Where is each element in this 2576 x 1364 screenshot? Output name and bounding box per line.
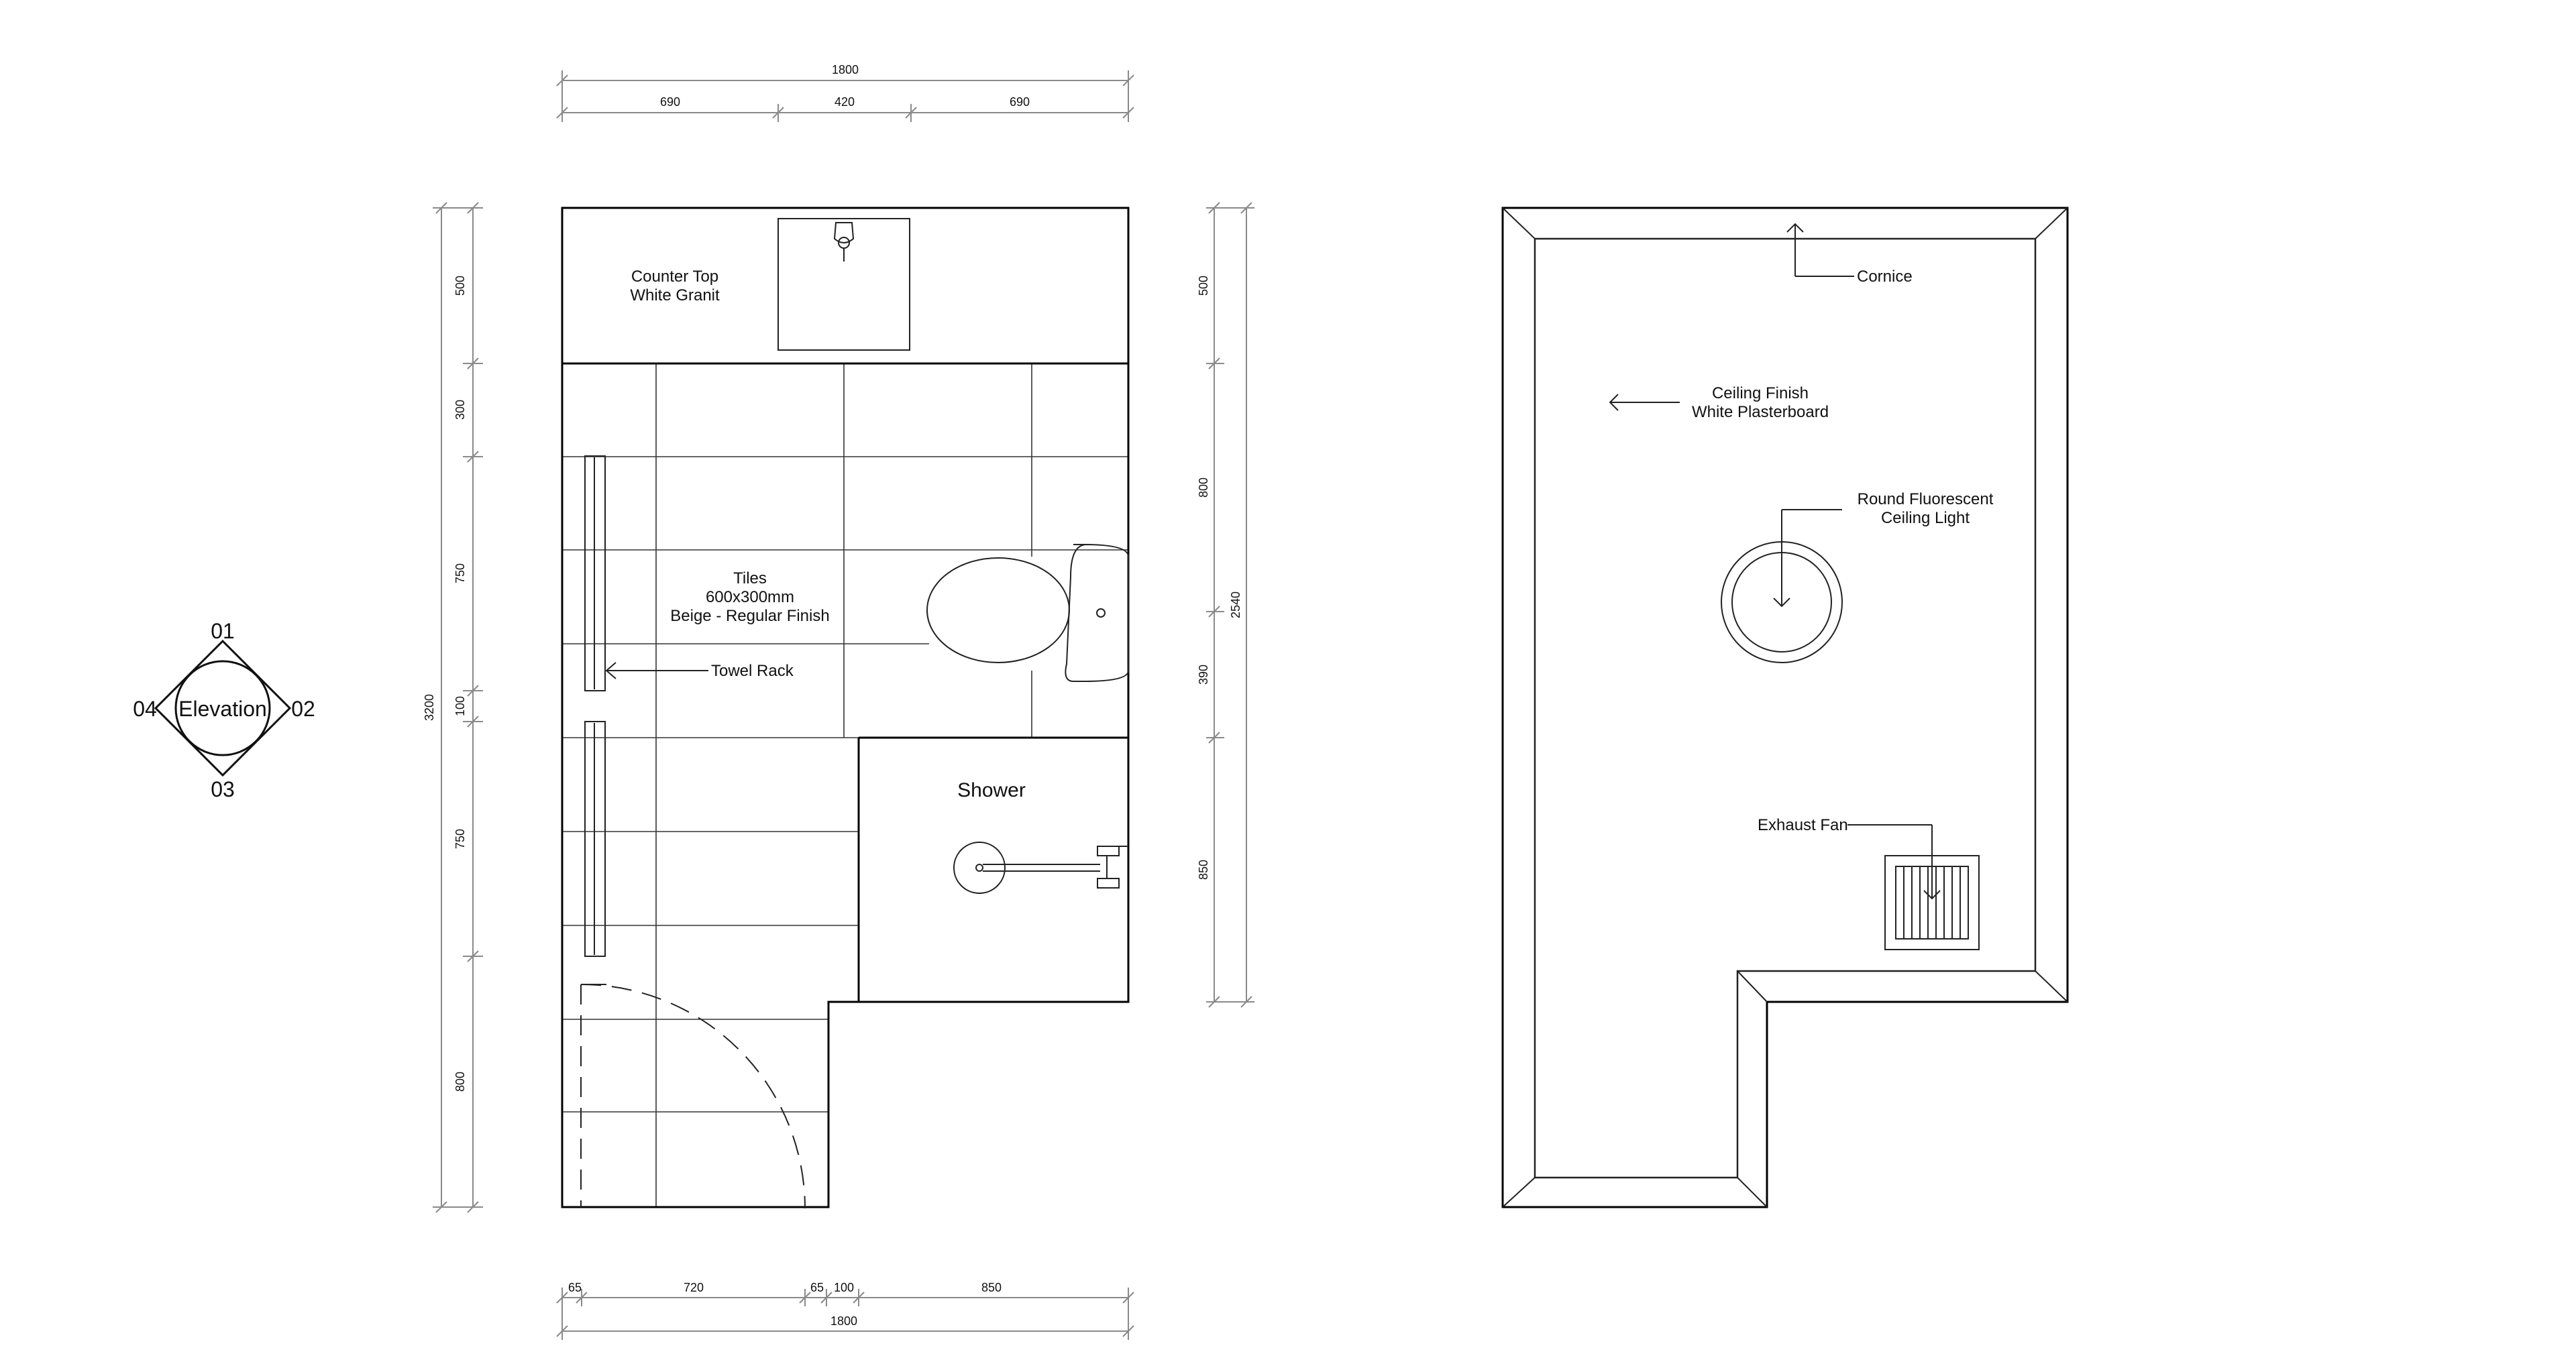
right-dim-total: 2540 (1229, 591, 1242, 618)
ceiling-finish-label: Ceiling Finish (1712, 384, 1809, 402)
bottom-dim-4: 100 (834, 1281, 854, 1294)
right-dim-1: 500 (1197, 276, 1210, 296)
ceiling-light (1721, 509, 1843, 663)
bottom-dimensions: 65 720 65 100 850 1800 (556, 1281, 1134, 1340)
ceiling-finish-leader (1609, 394, 1680, 411)
elevation-n2: 02 (291, 697, 315, 721)
cornice-label: Cornice (1857, 268, 1913, 286)
right-dimensions: 500 800 390 850 2540 (1197, 202, 1254, 1008)
toilet (926, 544, 1129, 682)
elevation-n1: 01 (211, 619, 235, 643)
top-dim-total: 1800 (832, 63, 859, 76)
bottom-dim-total: 1800 (830, 1314, 857, 1328)
counter-finish-label: White Granit (630, 286, 720, 304)
right-dim-3: 390 (1197, 665, 1210, 685)
towel-rack (584, 455, 708, 957)
elevation-marker: Elevation 01 02 03 04 (133, 619, 315, 801)
ceiling-plan: Cornice Ceiling Finish White Plasterboar… (1501, 207, 2069, 1208)
elevation-n4: 04 (133, 697, 157, 721)
top-dimensions: 1800 690 420 690 (556, 63, 1134, 122)
bottom-dim-3: 65 (810, 1281, 824, 1294)
elevation-label: Elevation (178, 697, 267, 721)
right-dim-4: 850 (1197, 860, 1210, 880)
left-dimensions: 3200 500 300 750 100 750 800 (423, 202, 483, 1213)
ceiling-light-type: Ceiling Light (1881, 509, 1970, 527)
vanity-basin (777, 218, 910, 351)
cornice-inner-outline (1534, 237, 2037, 1179)
left-dim-total: 3200 (423, 694, 436, 721)
bottom-dim-1: 65 (568, 1281, 582, 1294)
left-dim-4: 100 (453, 696, 467, 716)
exhaust-fan-label: Exhaust Fan (1758, 816, 1848, 834)
floor-plan: Counter Top White Granit Tiles 600x300mm… (561, 207, 1130, 1209)
shower-label: Shower (957, 779, 1026, 801)
plan-outline (561, 207, 1130, 1208)
top-dim-mid: 420 (835, 95, 855, 109)
cornice-leader (1786, 223, 1854, 277)
left-dim-5: 750 (453, 829, 467, 849)
left-dim-1: 500 (453, 276, 467, 296)
bottom-dim-5: 850 (981, 1281, 1002, 1294)
shower-area (857, 736, 1128, 1002)
left-dim-3: 750 (453, 563, 467, 583)
tiles-finish-label: Beige - Regular Finish (670, 607, 829, 625)
tile-grid (562, 363, 1128, 1207)
towel-rack-label: Towel Rack (711, 662, 794, 680)
top-dim-right: 690 (1010, 95, 1030, 109)
exhaust-fan (1847, 824, 1980, 950)
top-dim-left: 690 (660, 95, 680, 109)
ceiling-light-label: Round Fluorescent (1858, 490, 1994, 508)
left-dim-2: 300 (453, 400, 467, 420)
door-swing (580, 984, 806, 1209)
right-dim-2: 800 (1197, 477, 1210, 498)
elevation-n3: 03 (211, 777, 235, 801)
tiles-size-label: 600x300mm (706, 588, 794, 606)
ceiling-outer-outline (1501, 207, 2069, 1208)
ceiling-finish-material: White Plasterboard (1692, 403, 1829, 421)
left-dim-6: 800 (453, 1072, 467, 1092)
bottom-dim-2: 720 (684, 1281, 704, 1294)
counter-top-label: Counter Top (631, 268, 718, 286)
tiles-label: Tiles (733, 569, 767, 587)
